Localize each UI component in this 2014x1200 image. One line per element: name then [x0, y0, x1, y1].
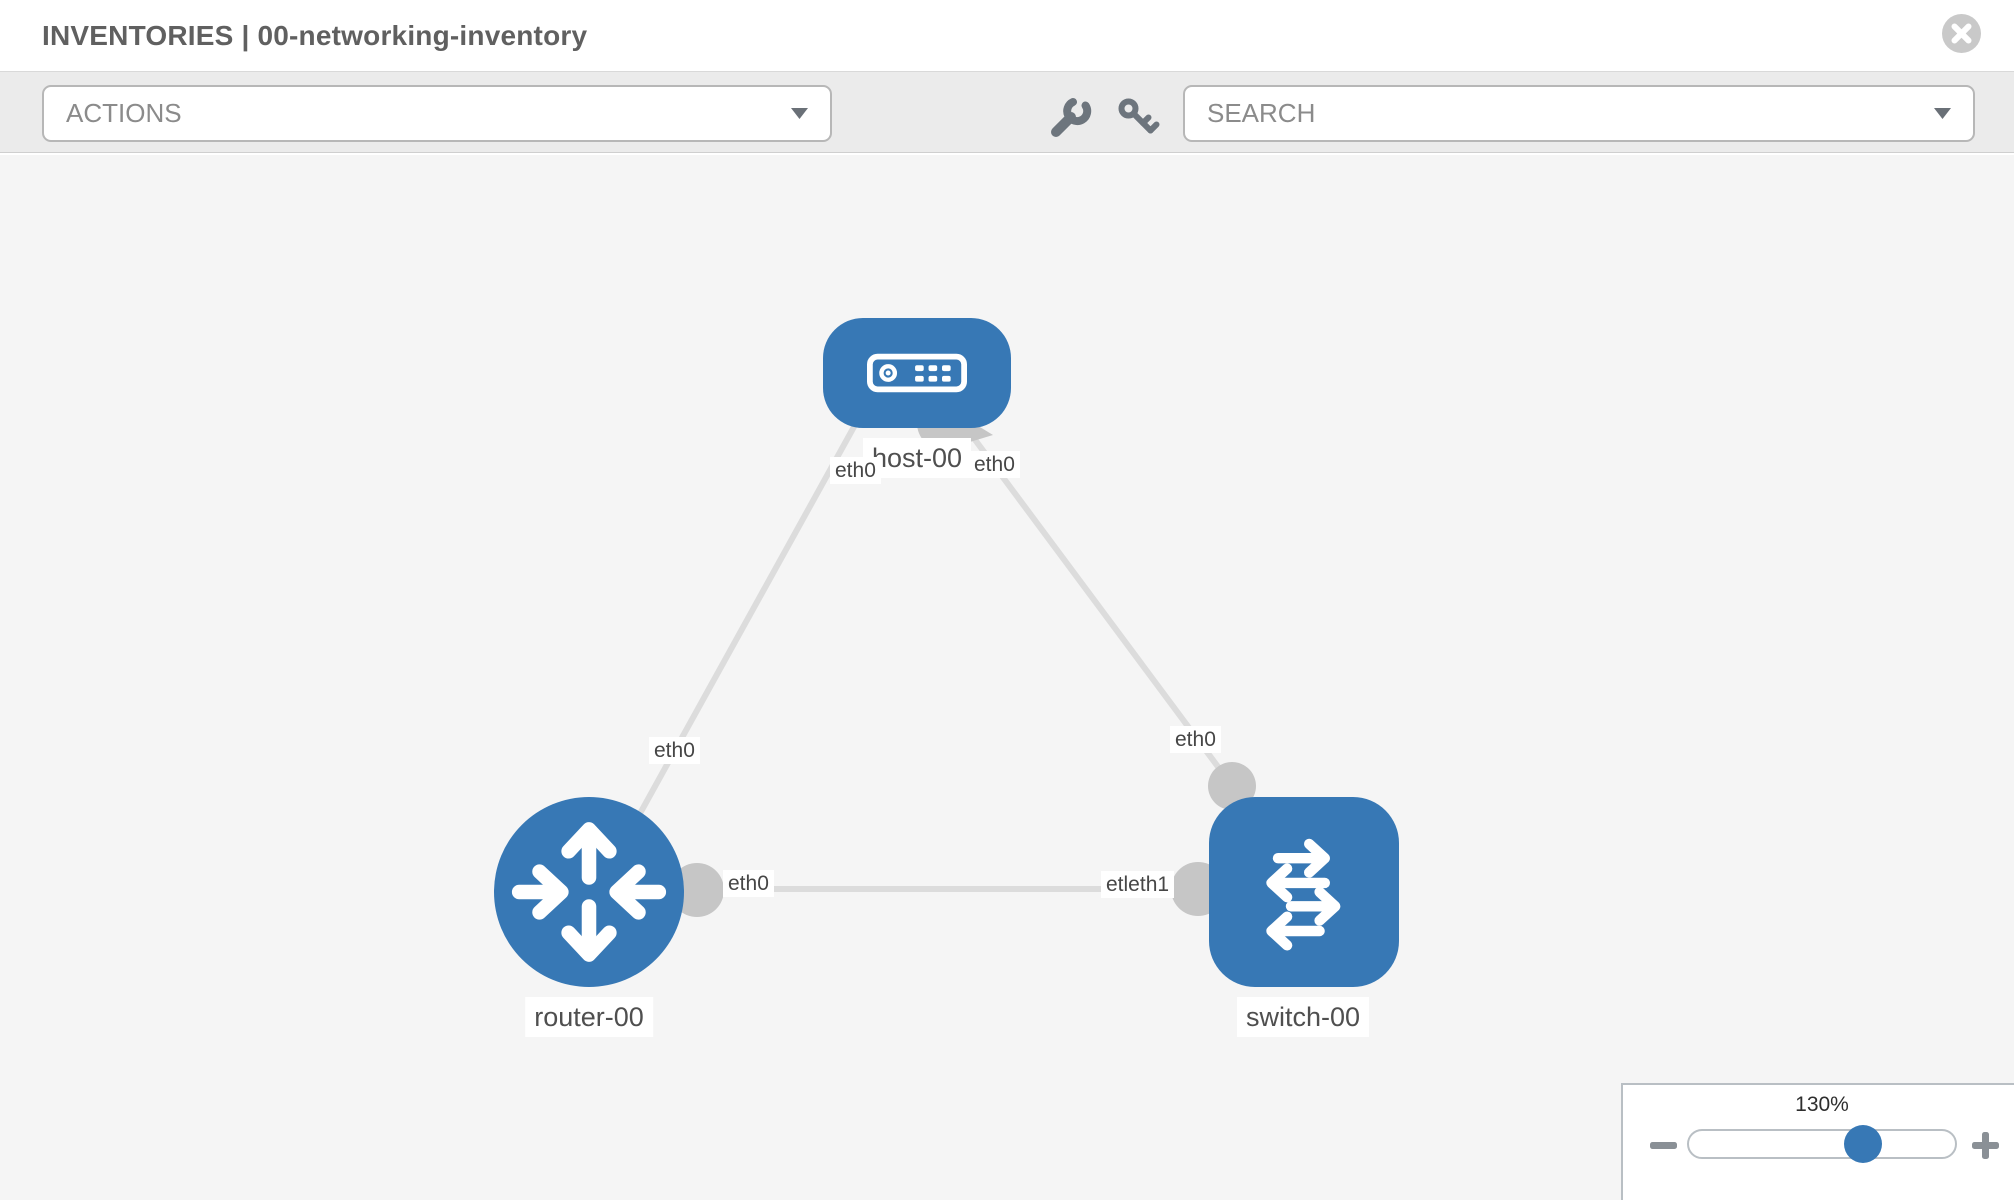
- actions-dropdown-label: ACTIONS: [66, 98, 182, 128]
- topology-edges: [593, 325, 1265, 917]
- iface-label-host-right: eth0: [969, 451, 1020, 478]
- node-switch-00[interactable]: [1209, 797, 1399, 987]
- plus-icon: [1972, 1132, 1999, 1159]
- zoom-level: 130%: [1795, 1093, 1849, 1116]
- chevron-down-icon: [1934, 108, 1951, 119]
- node-host-00[interactable]: [823, 318, 1011, 428]
- credentials-button[interactable]: [1116, 96, 1160, 140]
- zoom-out-button[interactable]: [1650, 1132, 1677, 1159]
- zoom-slider-handle[interactable]: [1844, 1125, 1882, 1163]
- iface-label-router-right: eth0: [723, 870, 774, 897]
- minus-icon: [1650, 1142, 1677, 1149]
- host-device-icon: [867, 353, 967, 393]
- search-dropdown[interactable]: SEARCH: [1183, 85, 1975, 142]
- close-button[interactable]: [1942, 14, 1981, 53]
- page-title: INVENTORIES | 00-networking-inventory: [42, 20, 588, 51]
- router-arrows-icon: [511, 822, 667, 962]
- switch-arrows-icon: [1266, 838, 1341, 951]
- close-icon: [1942, 14, 1981, 53]
- connector-router-right: [670, 863, 724, 917]
- node-label-router: router-00: [525, 997, 653, 1037]
- iface-label-switch-left: etleth1: [1101, 871, 1175, 898]
- iface-label-router-top: eth0: [649, 737, 700, 764]
- node-label-host: host-00: [862, 438, 972, 478]
- key-icon: [1118, 98, 1160, 134]
- iface-label-switch-top: eth0: [1170, 726, 1221, 753]
- zoom-slider-track[interactable]: [1687, 1129, 1957, 1159]
- search-dropdown-label: SEARCH: [1207, 98, 1316, 128]
- configure-button[interactable]: [1048, 96, 1092, 140]
- zoom-panel: 130%: [1621, 1083, 2014, 1200]
- wrench-icon: [1051, 98, 1092, 137]
- toolbar: ACTIONS SEARCH: [0, 71, 2014, 153]
- zoom-in-button[interactable]: [1972, 1132, 1999, 1159]
- topology-canvas[interactable]: host-00 router-00 switch-00 eth0 eth0 et…: [0, 155, 2014, 1200]
- page-header: INVENTORIES | 00-networking-inventory: [0, 0, 2014, 71]
- node-label-switch: switch-00: [1236, 997, 1370, 1037]
- iface-label-host-left: eth0: [830, 457, 881, 484]
- actions-dropdown[interactable]: ACTIONS: [42, 85, 832, 142]
- chevron-down-icon: [791, 108, 808, 119]
- node-router-00[interactable]: [494, 797, 684, 987]
